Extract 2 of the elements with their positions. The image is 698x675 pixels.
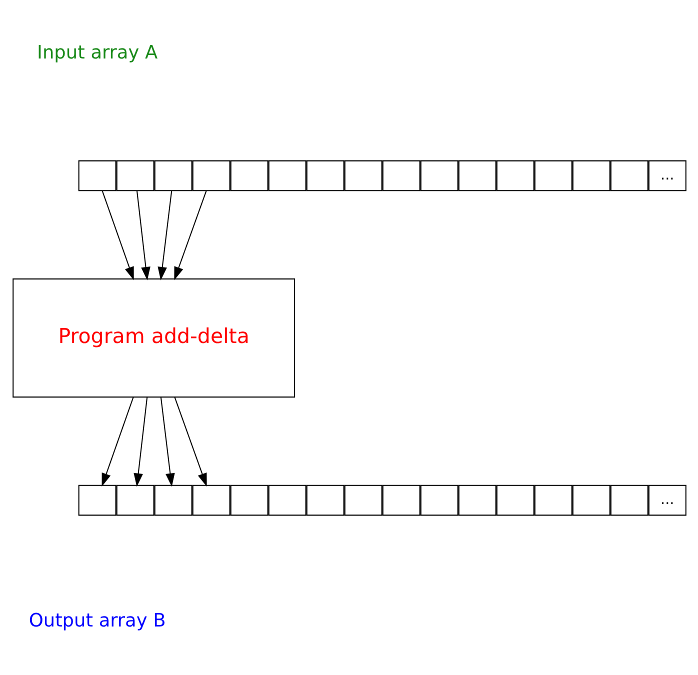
label: Output array B <box>28 610 166 632</box>
label: Input array A <box>36 42 158 64</box>
